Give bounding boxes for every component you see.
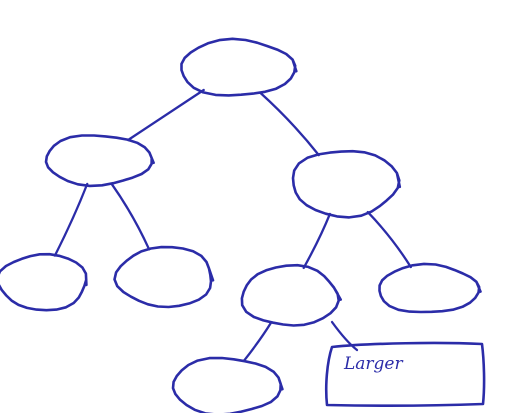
tree-node-right-left bbox=[240, 263, 342, 327]
tree-node-root bbox=[180, 37, 298, 97]
tree-node-right-left-left bbox=[171, 356, 284, 413]
tree-node-left bbox=[44, 134, 155, 188]
callout-note: Larger bbox=[324, 320, 486, 407]
tree-edge-right-to-right-left bbox=[302, 212, 332, 270]
tree-edge-left-to-left-left bbox=[53, 182, 89, 257]
tree-edge-left-to-left-right bbox=[110, 182, 151, 251]
tree-node-right bbox=[291, 149, 402, 219]
tree-edge-right-to-right-right bbox=[366, 210, 412, 269]
tree-edge-right-left-to-right-left-left bbox=[243, 321, 273, 362]
tree-node-left-right bbox=[113, 245, 215, 309]
callout-text: Larger bbox=[343, 354, 403, 374]
tree-node-right-right bbox=[378, 262, 482, 314]
tree-node-left-left bbox=[0, 252, 88, 312]
callout-pointer bbox=[330, 320, 359, 352]
tree-edge-root-to-left bbox=[126, 88, 205, 142]
tree-edge-root-to-right bbox=[259, 91, 320, 157]
callout-box bbox=[324, 341, 486, 407]
